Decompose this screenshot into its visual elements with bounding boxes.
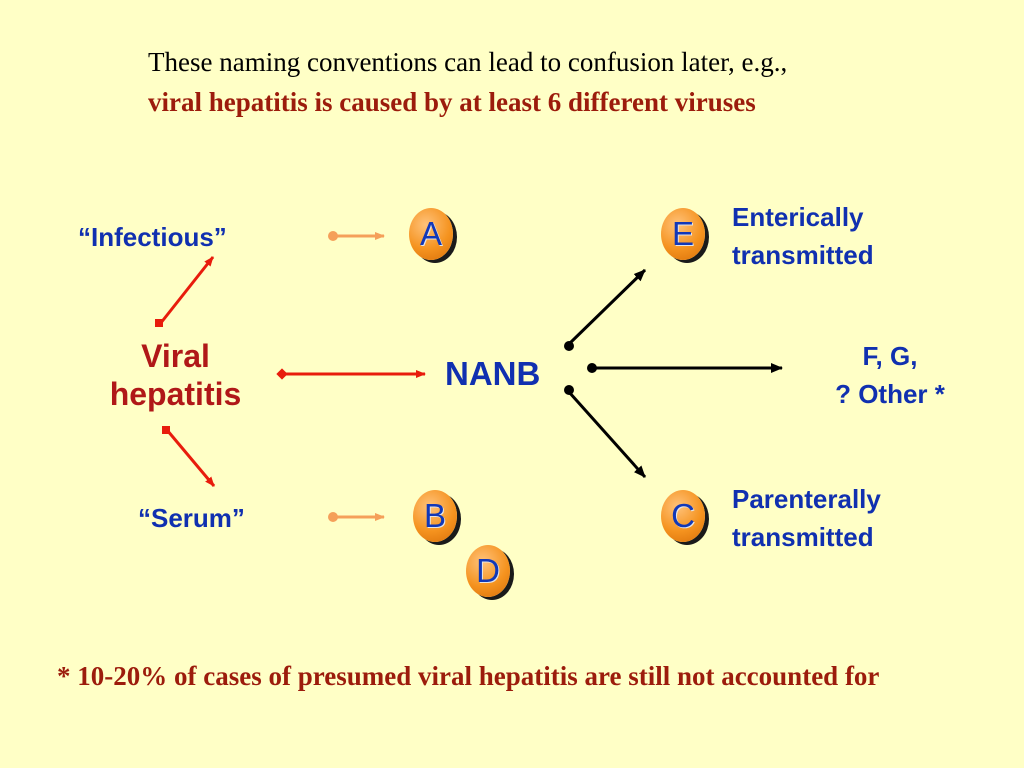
virus-d-badge: D xyxy=(466,545,510,597)
fg-line1: F, G, xyxy=(862,341,918,371)
label-infectious: “Infectious” xyxy=(78,222,227,252)
arrow-infectious-to-a xyxy=(328,231,385,241)
viral-hepatitis-line2: hepatitis xyxy=(109,376,242,412)
virus-c-badge: C xyxy=(661,490,705,542)
enteric-line2: transmitted xyxy=(732,240,874,270)
label-nanb: NANB xyxy=(445,355,541,392)
arrow-viral-to-serum xyxy=(162,426,216,487)
arrow-nanb-to-c xyxy=(564,385,647,478)
enteric-line1: Enterically xyxy=(732,202,864,232)
arrow-viral-to-infectious xyxy=(155,256,215,327)
intro-plain-text: These naming conventions can lead to con… xyxy=(148,47,788,77)
arrow-viral-to-nanb xyxy=(276,368,426,380)
label-viral-hepatitis: Viral hepatitis xyxy=(88,337,263,413)
label-serum: “Serum” xyxy=(138,503,245,533)
arrow-serum-to-b xyxy=(328,512,385,522)
arrow-nanb-to-fg xyxy=(587,363,783,373)
virus-b-badge: B xyxy=(413,490,457,542)
label-enteric: Enterically transmitted xyxy=(732,198,874,274)
virus-a-badge: A xyxy=(409,208,453,260)
intro-text: These naming conventions can lead to con… xyxy=(148,42,828,122)
viral-hepatitis-line1: Viral xyxy=(141,338,210,374)
parenteral-line1: Parenterally xyxy=(732,484,881,514)
arrow-nanb-to-e xyxy=(564,268,647,351)
intro-highlight-text: viral hepatitis is caused by at least 6 … xyxy=(148,87,756,117)
parenteral-line2: transmitted xyxy=(732,522,874,552)
footnote: * 10-20% of cases of presumed viral hepa… xyxy=(57,661,880,691)
label-parenteral: Parenterally transmitted xyxy=(732,480,881,556)
fg-line2: ? Other * xyxy=(835,379,945,409)
virus-e-badge: E xyxy=(661,208,705,260)
label-f-g-other: F, G, ? Other * xyxy=(805,337,975,413)
